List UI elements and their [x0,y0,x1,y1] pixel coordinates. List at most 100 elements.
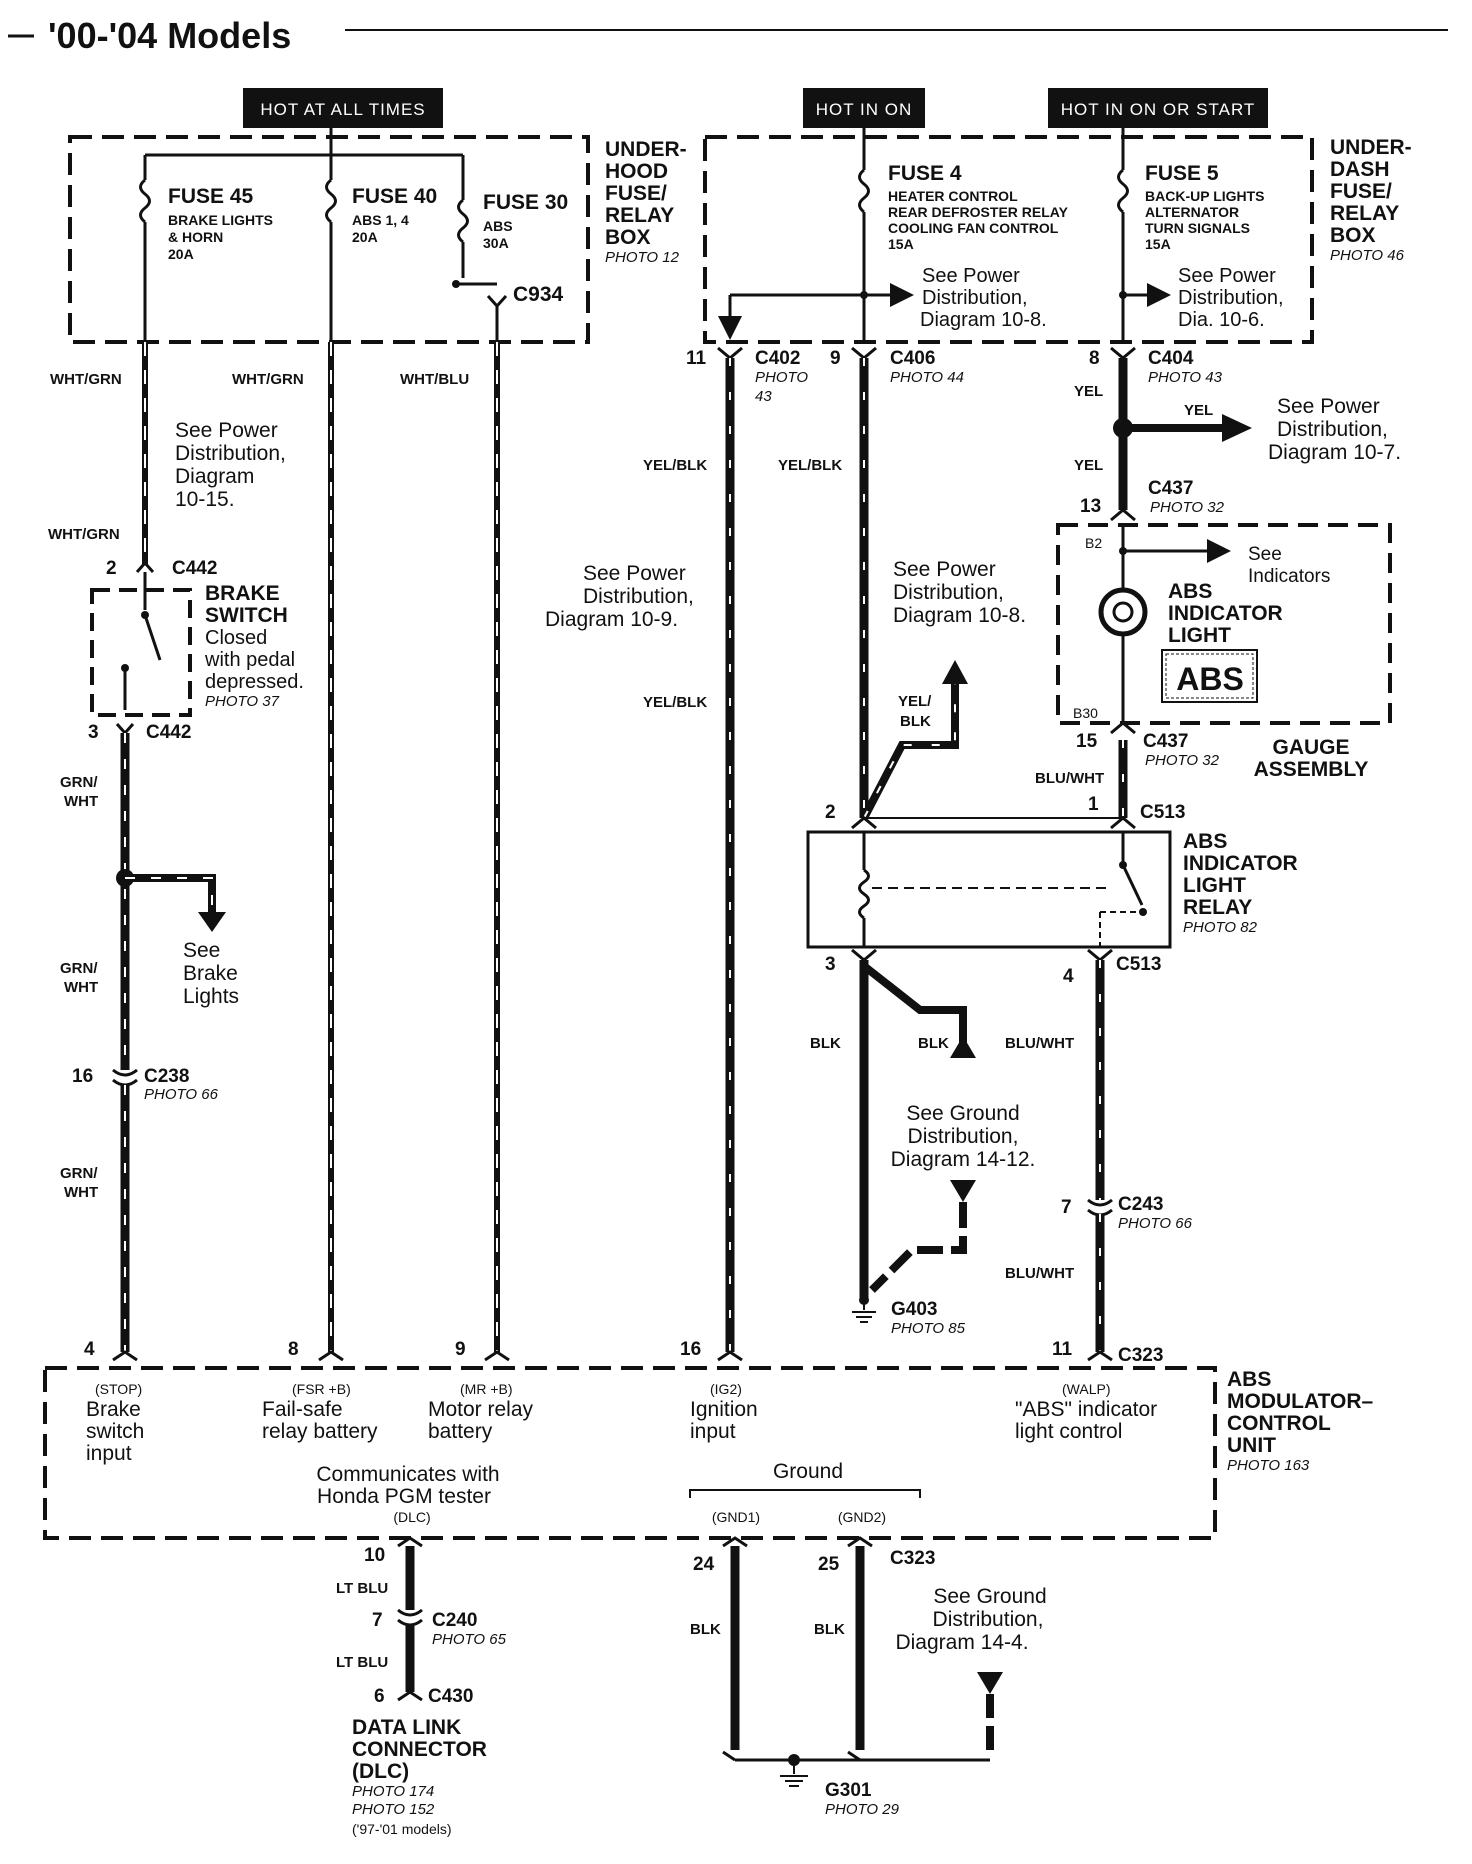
svg-text:BOX: BOX [605,226,651,249]
wire-color-label: LT BLU [336,1654,388,1671]
fuse-4-desc: REAR DEFROSTER RELAY [888,204,1069,220]
svg-text:Diagram 10-8.: Diagram 10-8. [893,604,1026,627]
c513-bot-label: C513 [1116,954,1161,975]
svg-text:RELAY: RELAY [605,204,674,227]
svg-text:Diagram 14-4.: Diagram 14-4. [895,1631,1028,1654]
fuse-4-desc: HEATER CONTROL [888,188,1018,204]
wire-yel-blk-relay [851,346,968,820]
hot-in-on-label: HOT IN ON [803,88,925,128]
c323-top-pin: 8 [288,1339,299,1360]
svg-text:HOT AT ALL TIMES: HOT AT ALL TIMES [260,100,425,119]
relay-photo: PHOTO 82 [1183,919,1258,936]
terminal-desc-ig2: Ignition [690,1398,758,1421]
wire-color-label: WHT/GRN [50,371,122,388]
svg-text:RELAY: RELAY [1330,202,1399,225]
fuse-45-desc: BRAKE LIGHTS [168,212,273,228]
svg-text:Distribution,: Distribution, [175,442,286,465]
brake-switch-name: SWITCH [205,604,288,627]
c406-label: C406 [890,348,935,369]
wire-blk-gnd1 [722,1536,748,1750]
g301-label: G301 [825,1780,872,1801]
gnd2-code: (GND2) [838,1509,886,1525]
c437-top-label: C437 [1148,478,1193,499]
fuse-45-name: FUSE 45 [168,185,254,208]
c404-pin: 8 [1089,348,1100,369]
svg-text:PHOTO 46: PHOTO 46 [1330,247,1405,264]
c238-label: C238 [144,1066,189,1087]
abs-modulator-control-unit [43,1350,1217,1540]
c513-top-pin-1: 1 [1088,794,1099,815]
svg-text:Diagram 10-7.: Diagram 10-7. [1268,441,1401,464]
terminal-desc-stop: Brake [86,1398,141,1421]
svg-text:UNDER-: UNDER- [1330,136,1412,159]
fuse-5-desc: BACK-UP LIGHTS [1145,188,1265,204]
g301-ground [722,1672,1003,1787]
c437-bot-photo: PHOTO 32 [1145,752,1220,769]
c402-pin: 11 [686,348,707,369]
c513-bot-pin-3: 3 [825,954,836,975]
c430-pin: 6 [374,1686,385,1707]
c243-photo: PHOTO 66 [1118,1215,1193,1232]
c323-bot-pin: 10 [364,1545,385,1566]
relay-name: RELAY [1183,896,1252,919]
gauge-assembly-name: GAUGE [1272,736,1349,759]
brake-switch-desc: Closed [205,627,267,649]
terminal-desc-stop: input [86,1442,132,1465]
wire-color-label: YEL/BLK [643,457,707,474]
svg-text:DASH: DASH [1330,158,1390,181]
c323-bot-pin: 24 [693,1554,715,1575]
terminal-desc-fsr: Fail-safe [262,1398,343,1421]
svg-text:HOT IN ON OR START: HOT IN ON OR START [1061,100,1256,119]
page-title: '00-'04 Models [48,15,291,56]
ground-label: Ground [773,1460,843,1483]
fuse-45-rating: 20A [168,246,194,262]
c243-label: C243 [1118,1194,1163,1215]
c238-photo: PHOTO 66 [144,1086,219,1103]
power-ref-10-9: See Power Distribution, Diagram 10-9. [545,562,694,631]
c402-photo: PHOTO [755,369,808,386]
svg-text:See: See [1248,544,1282,565]
svg-text:Lights: Lights [183,985,239,1008]
c513-top-label: C513 [1140,802,1185,823]
svg-text:See Power: See Power [175,419,278,442]
c437-bot-pin: 15 [1076,731,1098,752]
wire-color-label: WHT/BLU [400,371,469,388]
svg-text:ABS: ABS [1227,1368,1271,1391]
wire-color-label: BLK [810,1035,841,1052]
abs-indicator-light-name: ABS [1168,580,1212,603]
svg-text:Distribution,: Distribution, [1178,287,1284,309]
terminal-desc-ig2: input [690,1420,736,1443]
wire-color-label: YEL [1184,402,1213,419]
gauge-assembly-name: ASSEMBLY [1254,758,1369,781]
wire-color-label: BLK [690,1621,721,1638]
fuse-4-rating: 15A [888,236,914,252]
c437-bot-label: C437 [1143,731,1188,752]
c513-top-pin-2: 2 [825,802,836,823]
svg-text:See Ground: See Ground [906,1102,1019,1125]
wire-yel [1110,346,1252,522]
wire-color-label: YEL/BLK [643,694,707,711]
wire-lt-blu-dlc [397,1536,423,1702]
svg-text:See: See [183,939,220,962]
svg-text:FUSE/: FUSE/ [1330,180,1392,203]
svg-text:PHOTO 12: PHOTO 12 [605,249,680,266]
c323-bot-label: C323 [890,1548,935,1569]
dlc-comm-code: (DLC) [393,1509,430,1525]
svg-text:DATA LINK: DATA LINK [352,1716,461,1739]
fuse-5-rating: 15A [1145,236,1171,252]
underdash-box-name: UNDER- DASH FUSE/ RELAY BOX PHOTO 46 [1330,136,1412,264]
fuse-40-desc: ABS 1, 4 [352,212,409,228]
svg-text:PHOTO 163: PHOTO 163 [1227,1457,1310,1474]
gauge-assembly [1056,523,1392,735]
terminal-desc-stop: switch [86,1420,144,1443]
fuse-4-name: FUSE 4 [888,162,962,185]
fuse-5-desc: ALTERNATOR [1145,204,1239,220]
terminal-code-walp: (WALP) [1062,1381,1110,1397]
fuse-40-rating: 20A [352,229,378,245]
wire-grn-wht [112,733,138,1352]
wire-color-label: BLK [918,1035,949,1052]
c323-top-pin: 16 [680,1339,701,1360]
terminal-code-mr: (MR +B) [460,1381,513,1397]
brake-lights-branch [116,869,226,932]
brake-switch [90,560,192,736]
